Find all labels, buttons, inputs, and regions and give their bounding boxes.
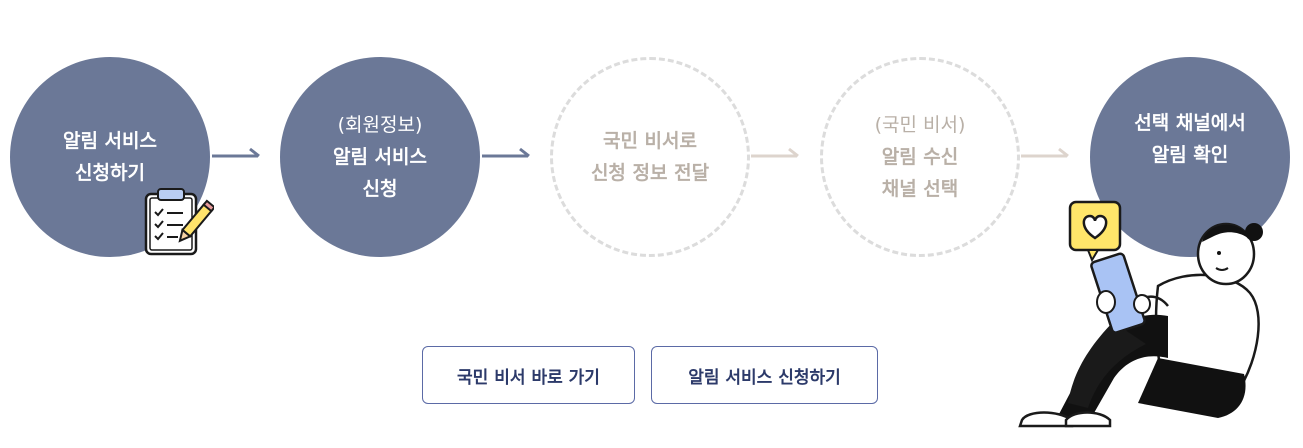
step-4-line-2: 알림 수신 [881, 146, 959, 168]
arrow-right-icon [1021, 147, 1069, 158]
arrow-right-icon [751, 147, 799, 158]
arrow-right-icon [212, 147, 260, 158]
step-4-line-3: 채널 선택 [881, 178, 959, 200]
clipboard-checklist-icon [144, 188, 214, 256]
step-2-line-2: 알림 서비스 [332, 146, 427, 168]
step-4-line-1: (국민 비서) [874, 114, 966, 136]
step-1-circle: 알림 서비스 신청하기 [10, 57, 210, 257]
go-assistant-button[interactable]: 국민 비서 바로 가기 [422, 346, 635, 404]
step-3-line-1: 국민 비서로 [602, 130, 697, 152]
step-1-line-1: 알림 서비스 [62, 130, 157, 152]
step-5-line-2: 알림 확인 [1151, 144, 1229, 166]
apply-service-button[interactable]: 알림 서비스 신청하기 [651, 346, 878, 404]
heart-bubble-icon [1068, 200, 1122, 263]
person-reading-tablet-illustration [1018, 200, 1263, 428]
arrow-right-icon [482, 147, 530, 158]
step-1-line-2: 신청하기 [75, 162, 145, 184]
step-2-circle: (회원정보) 알림 서비스 신청 [280, 57, 480, 257]
step-3-circle: 국민 비서로 신청 정보 전달 [550, 57, 750, 257]
step-5-line-1: 선택 채널에서 [1134, 112, 1246, 134]
step-2-line-3: 신청 [362, 178, 398, 200]
step-4-circle: (국민 비서) 알림 수신 채널 선택 [820, 57, 1020, 257]
step-3-line-2: 신청 정보 전달 [590, 162, 710, 184]
step-2-line-1: (회원정보) [337, 114, 423, 136]
